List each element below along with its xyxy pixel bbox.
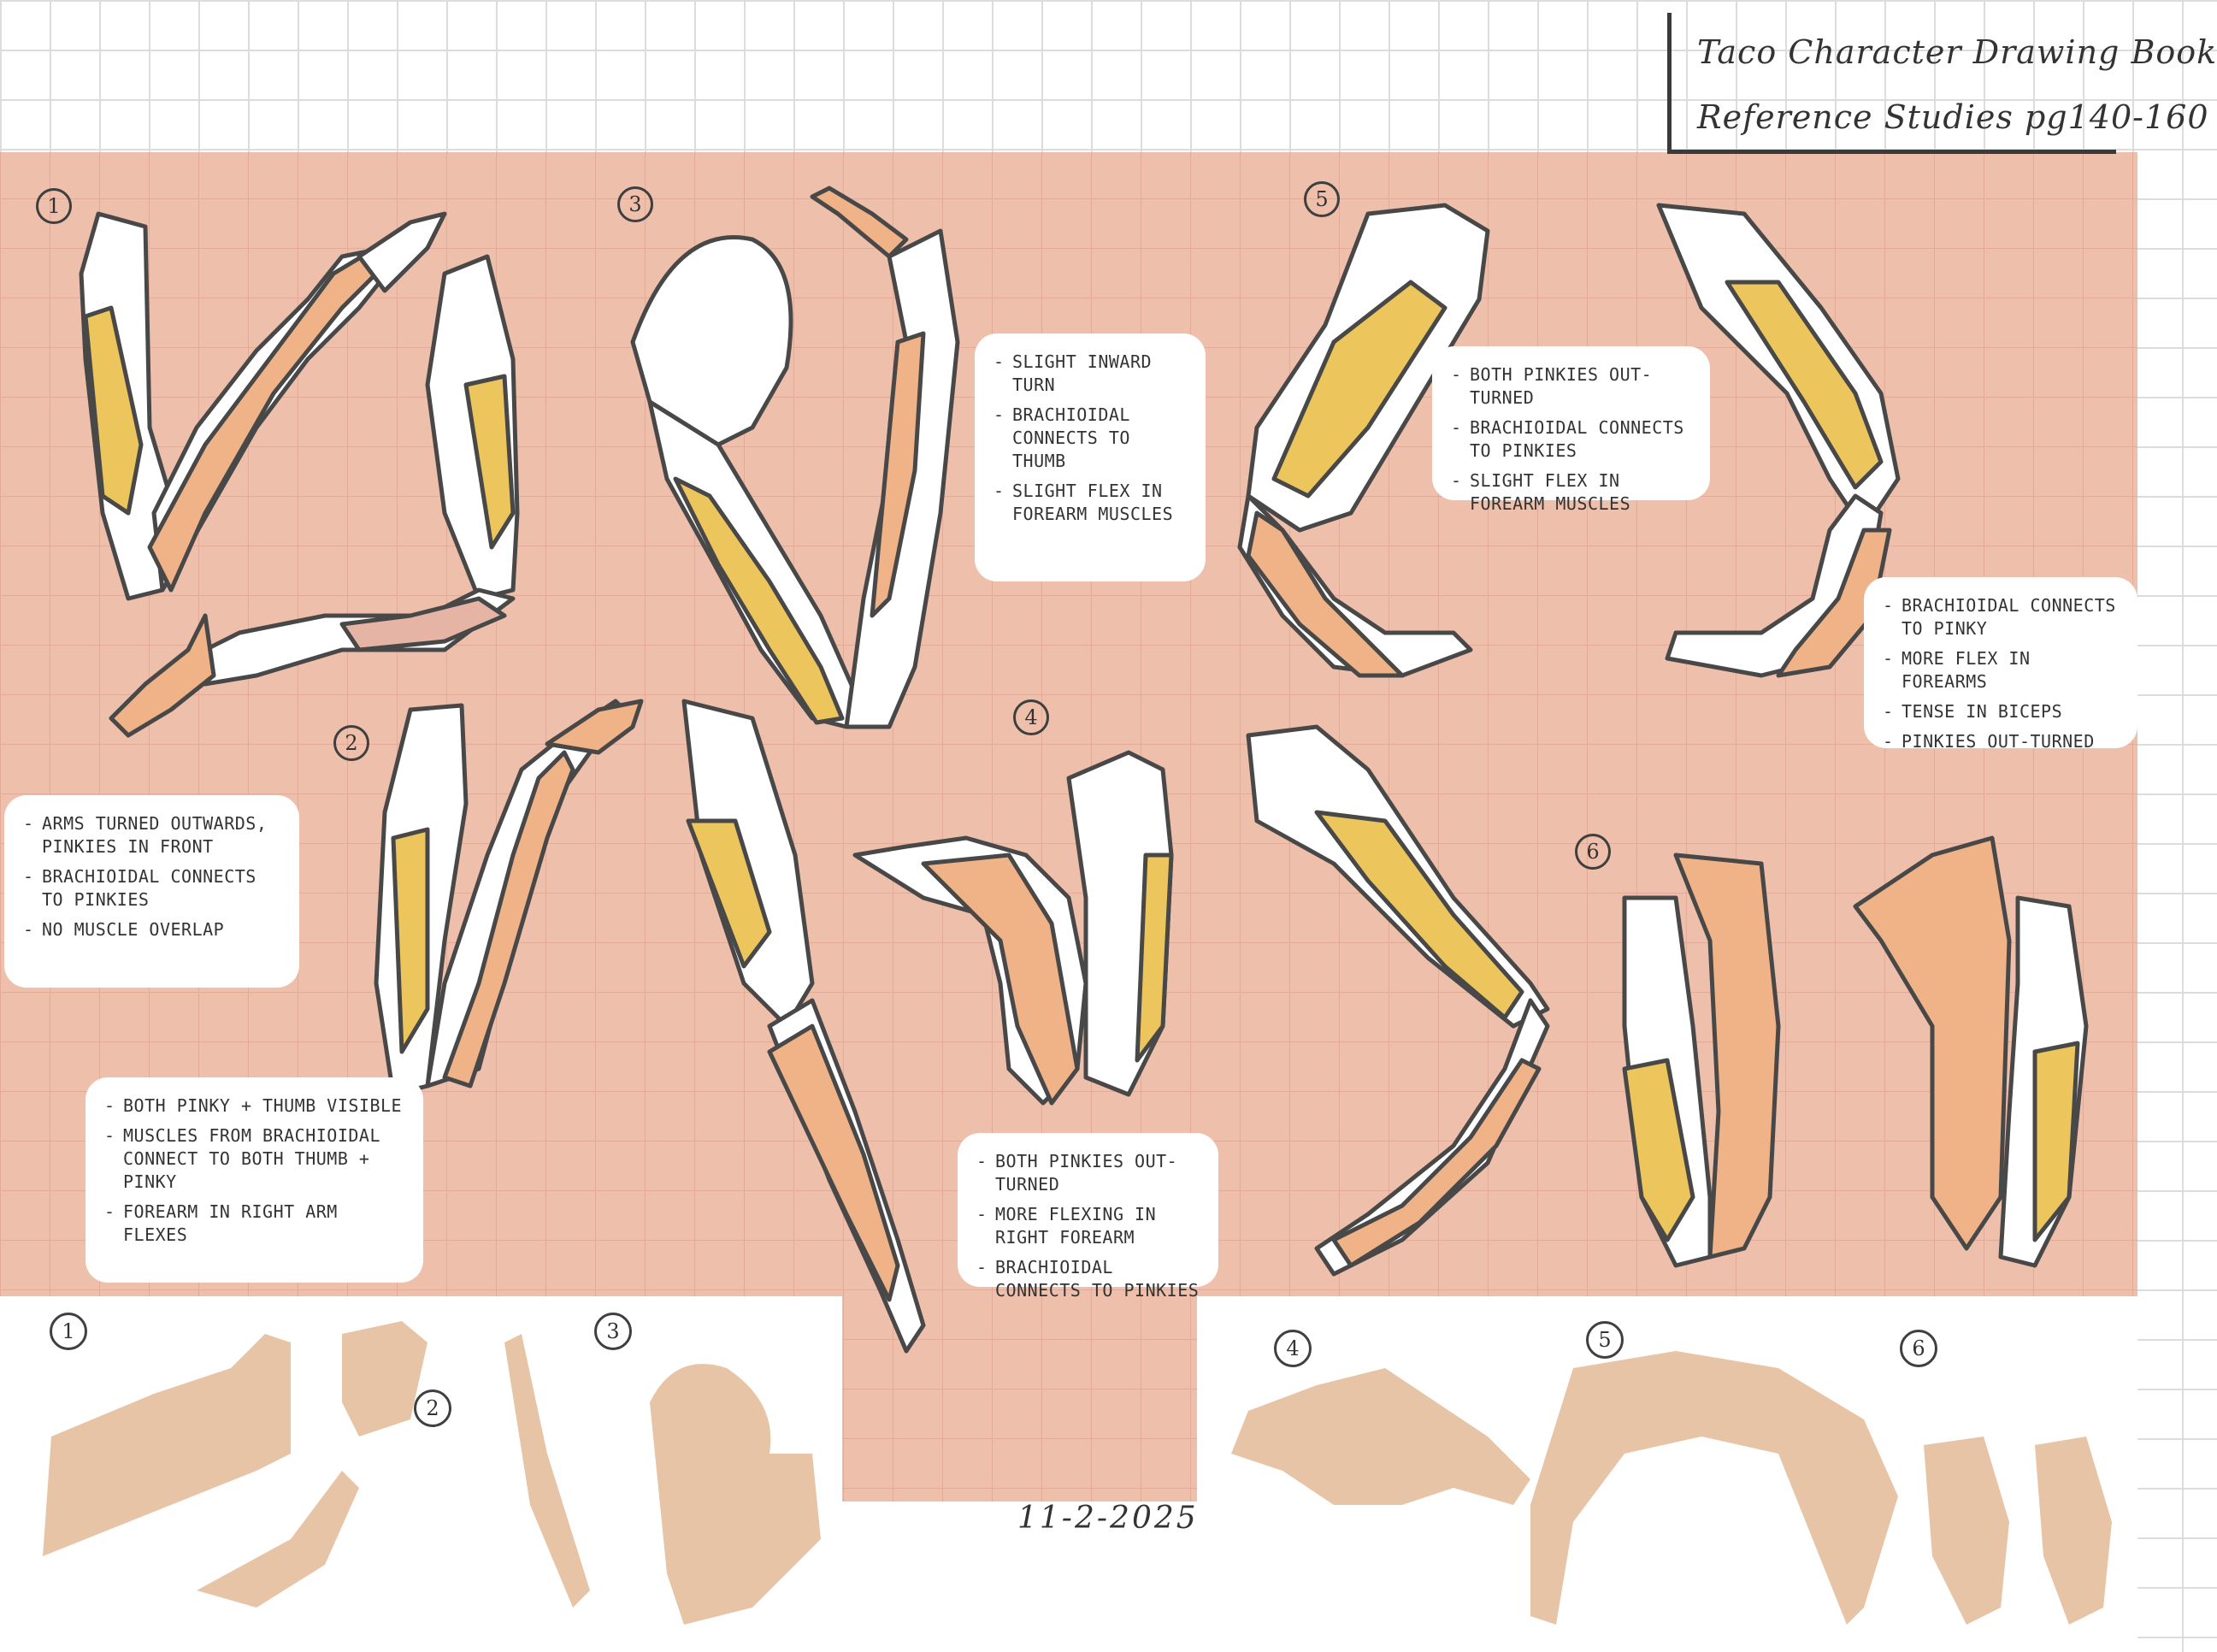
note-item: Tense in biceps [1883, 700, 2119, 723]
page-subtitle: Reference Studies pg140-160 [1697, 98, 2209, 136]
reference-photo-1 [43, 1334, 291, 1556]
reference-sheet: Taco Character Drawing Book Reference St… [0, 0, 2137, 1652]
study-number-6: 6 [1575, 834, 1611, 870]
note-item: Brachioidal connects to pinkies [976, 1256, 1200, 1302]
reference-number-2: 2 [414, 1389, 451, 1427]
book-title: Taco Character Drawing Book [1697, 33, 2217, 71]
reference-number-5: 5 [1586, 1321, 1624, 1359]
reference-number-3: 3 [594, 1313, 632, 1350]
note-study-1: Arms turned outwards, pinkies in front B… [4, 795, 299, 988]
reference-photo-2b [504, 1334, 590, 1608]
note-item: Muscles from brachioidal connect to both… [104, 1124, 404, 1194]
note-item: Brachioidal connects to thumb [994, 404, 1187, 473]
note-item: More flexing in right forearm [976, 1203, 1200, 1249]
reference-photo-1-hand [197, 1471, 359, 1608]
reference-photo-5 [1530, 1351, 1898, 1625]
study-number-1: 1 [36, 188, 72, 224]
arm-study-6-right [1853, 835, 2089, 1268]
arm-study-3-left [630, 235, 858, 729]
date-label: 11-2-2025 [1017, 1501, 1199, 1536]
note-item: Brachioidal connects to pinkies [23, 865, 280, 912]
note-item: No muscle overlap [23, 918, 280, 941]
reference-photo-6 [1924, 1437, 2009, 1625]
note-study-4: Both pinkies out-turned More flexing in … [958, 1133, 1218, 1301]
title-block: Taco Character Drawing Book Reference St… [1667, 13, 2216, 154]
reference-photo-4 [1231, 1368, 1530, 1505]
arm-study-5-left [1237, 203, 1490, 678]
arm-study-1-right [109, 254, 520, 738]
arm-study-2-right [681, 699, 926, 1354]
note-item: Arms turned outwards, pinkies in front [23, 812, 280, 858]
study-number-3: 3 [617, 186, 653, 222]
arm-study-5-right [1656, 203, 1901, 678]
arm-study-2-left [374, 699, 644, 1097]
note-item: Slight flex in forearm muscles [994, 480, 1187, 526]
note-study-5: Both pinkies out-turned Brachioidal conn… [1432, 346, 1710, 514]
note-study-2: Both pinky + thumb visible Muscles from … [85, 1077, 423, 1283]
note-item: Slight flex in forearm muscles [1451, 469, 1691, 516]
photo-strip-bottom-mid [842, 1502, 1197, 1652]
reference-number-1: 1 [50, 1313, 87, 1350]
note-item: Both pinkies out-turned [976, 1150, 1200, 1196]
arm-study-6-left [1622, 853, 1781, 1268]
note-item: Brachioidal connects to pinky [1883, 594, 2119, 640]
arm-study-3-right [810, 186, 960, 729]
note-item: Both pinkies out-turned [1451, 363, 1691, 410]
note-item: Both pinky + thumb visible [104, 1094, 404, 1118]
reference-number-6: 6 [1900, 1330, 1937, 1367]
note-item: Slight inward turn [994, 351, 1187, 397]
study-number-4: 4 [1013, 699, 1049, 735]
note-item: Brachioidal connects to pinkies [1451, 416, 1691, 463]
note-item: Forearm in right arm flexes [104, 1201, 404, 1247]
reference-photo-2 [342, 1321, 427, 1437]
study-number-2: 2 [333, 725, 369, 761]
note-study-3: Slight inward turn Brachioidal connects … [975, 333, 1206, 581]
note-item: More flex in forearms [1883, 647, 2119, 693]
arm-study-4-right [1246, 724, 1550, 1277]
note-item: Pinkies out-turned [1883, 730, 2119, 753]
reference-photo-3 [650, 1364, 821, 1625]
note-study-6: Brachioidal connects to pinky More flex … [1864, 577, 2137, 753]
arm-study-4-left [852, 750, 1174, 1106]
study-number-5: 5 [1304, 181, 1340, 217]
arm-study-1-left [79, 211, 447, 601]
drawing-layer [0, 152, 2137, 1652]
reference-number-4: 4 [1274, 1330, 1312, 1367]
reference-photo-6b [2035, 1437, 2112, 1625]
